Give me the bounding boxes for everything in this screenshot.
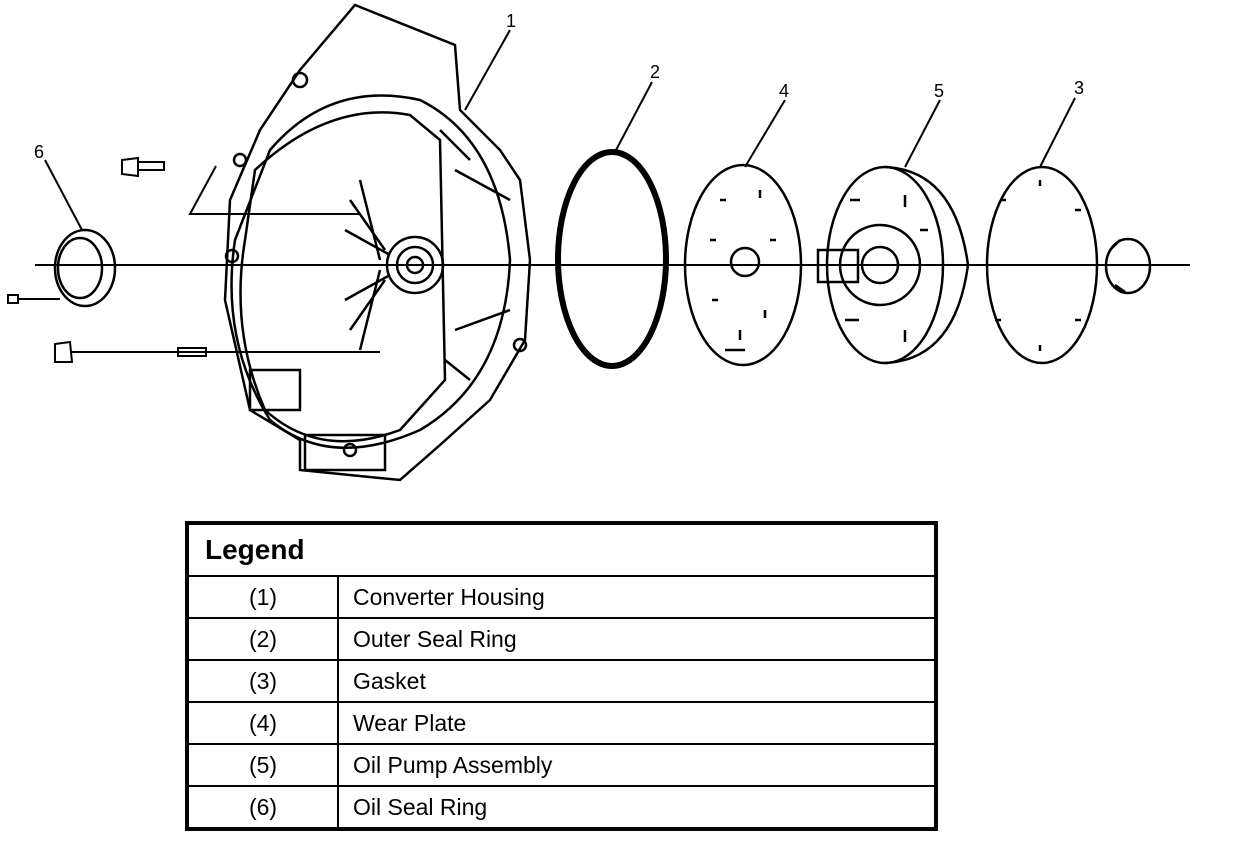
legend-row: (3) Gasket: [186, 659, 937, 703]
legend-row: (2) Outer Seal Ring: [186, 617, 937, 661]
legend-number: (6): [186, 785, 339, 830]
end-plug-drawing: [1104, 237, 1152, 295]
bolts-drawing: [7, 156, 380, 363]
oil-pump-assembly-drawing: [816, 165, 970, 365]
callout-3: 3: [1074, 78, 1084, 98]
converter-housing-drawing: [223, 3, 532, 482]
legend-part-name: Wear Plate: [337, 701, 937, 745]
legend-part-name: Oil Pump Assembly: [337, 743, 937, 787]
legend-row: (6) Oil Seal Ring: [186, 785, 937, 830]
legend-part-name: Outer Seal Ring: [337, 617, 937, 661]
legend-row: (1) Converter Housing: [186, 575, 937, 619]
callout-4: 4: [779, 81, 789, 101]
legend-table: Legend (1) Converter Housing (2) Outer S…: [185, 521, 938, 831]
gasket-drawing: [985, 165, 1099, 365]
legend-title-row: Legend: [186, 522, 937, 577]
legend-number: (4): [186, 701, 339, 745]
exploded-view-diagram: 1 2 4 5 3 6: [7, 3, 1190, 482]
legend-title: Legend: [186, 522, 937, 577]
legend-part-name: Oil Seal Ring: [337, 785, 937, 830]
legend-number: (2): [186, 617, 339, 661]
callout-1: 1: [506, 11, 516, 31]
legend-number: (5): [186, 743, 339, 787]
callout-2: 2: [650, 62, 660, 82]
legend-part-name: Converter Housing: [337, 575, 937, 619]
legend-number: (1): [186, 575, 339, 619]
legend-row: (4) Wear Plate: [186, 701, 937, 745]
legend-part-name: Gasket: [337, 659, 937, 703]
legend-row: (5) Oil Pump Assembly: [186, 743, 937, 787]
oil-seal-ring-drawing: [53, 228, 117, 308]
legend-number: (3): [186, 659, 339, 703]
wear-plate-drawing: [683, 163, 803, 367]
callout-5: 5: [934, 81, 944, 101]
outer-seal-ring-drawing: [555, 149, 669, 369]
callout-6: 6: [34, 142, 44, 162]
callout-leaders: [44, 29, 1076, 231]
